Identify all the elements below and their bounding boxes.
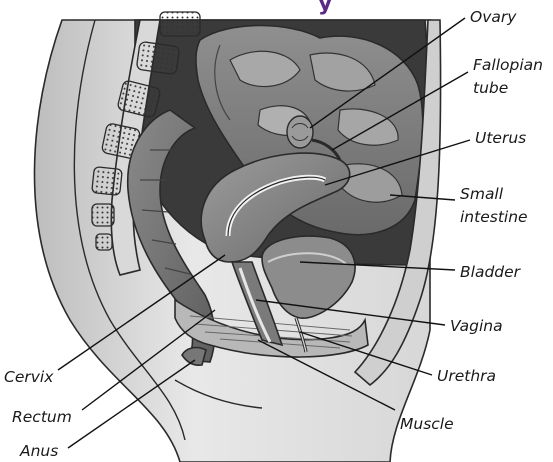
label-fallopian-tube-line2: tube (473, 79, 508, 97)
title-fragment: y (318, 0, 332, 16)
label-muscle: Muscle (400, 415, 454, 433)
label-bladder: Bladder (460, 263, 522, 281)
label-rectum: Rectum (12, 408, 72, 426)
label-small-intestine-line1: Small (460, 185, 504, 203)
label-cervix: Cervix (4, 368, 54, 386)
label-vagina: Vagina (450, 317, 503, 335)
label-ovary: Ovary (470, 8, 517, 26)
ovary-shape (287, 116, 313, 148)
label-urethra: Urethra (437, 367, 496, 385)
label-small-intestine-line2: intestine (460, 208, 528, 226)
label-anus: Anus (19, 442, 58, 460)
label-uterus: Uterus (475, 129, 526, 147)
label-fallopian-tube-line1: Fallopian (473, 56, 543, 74)
